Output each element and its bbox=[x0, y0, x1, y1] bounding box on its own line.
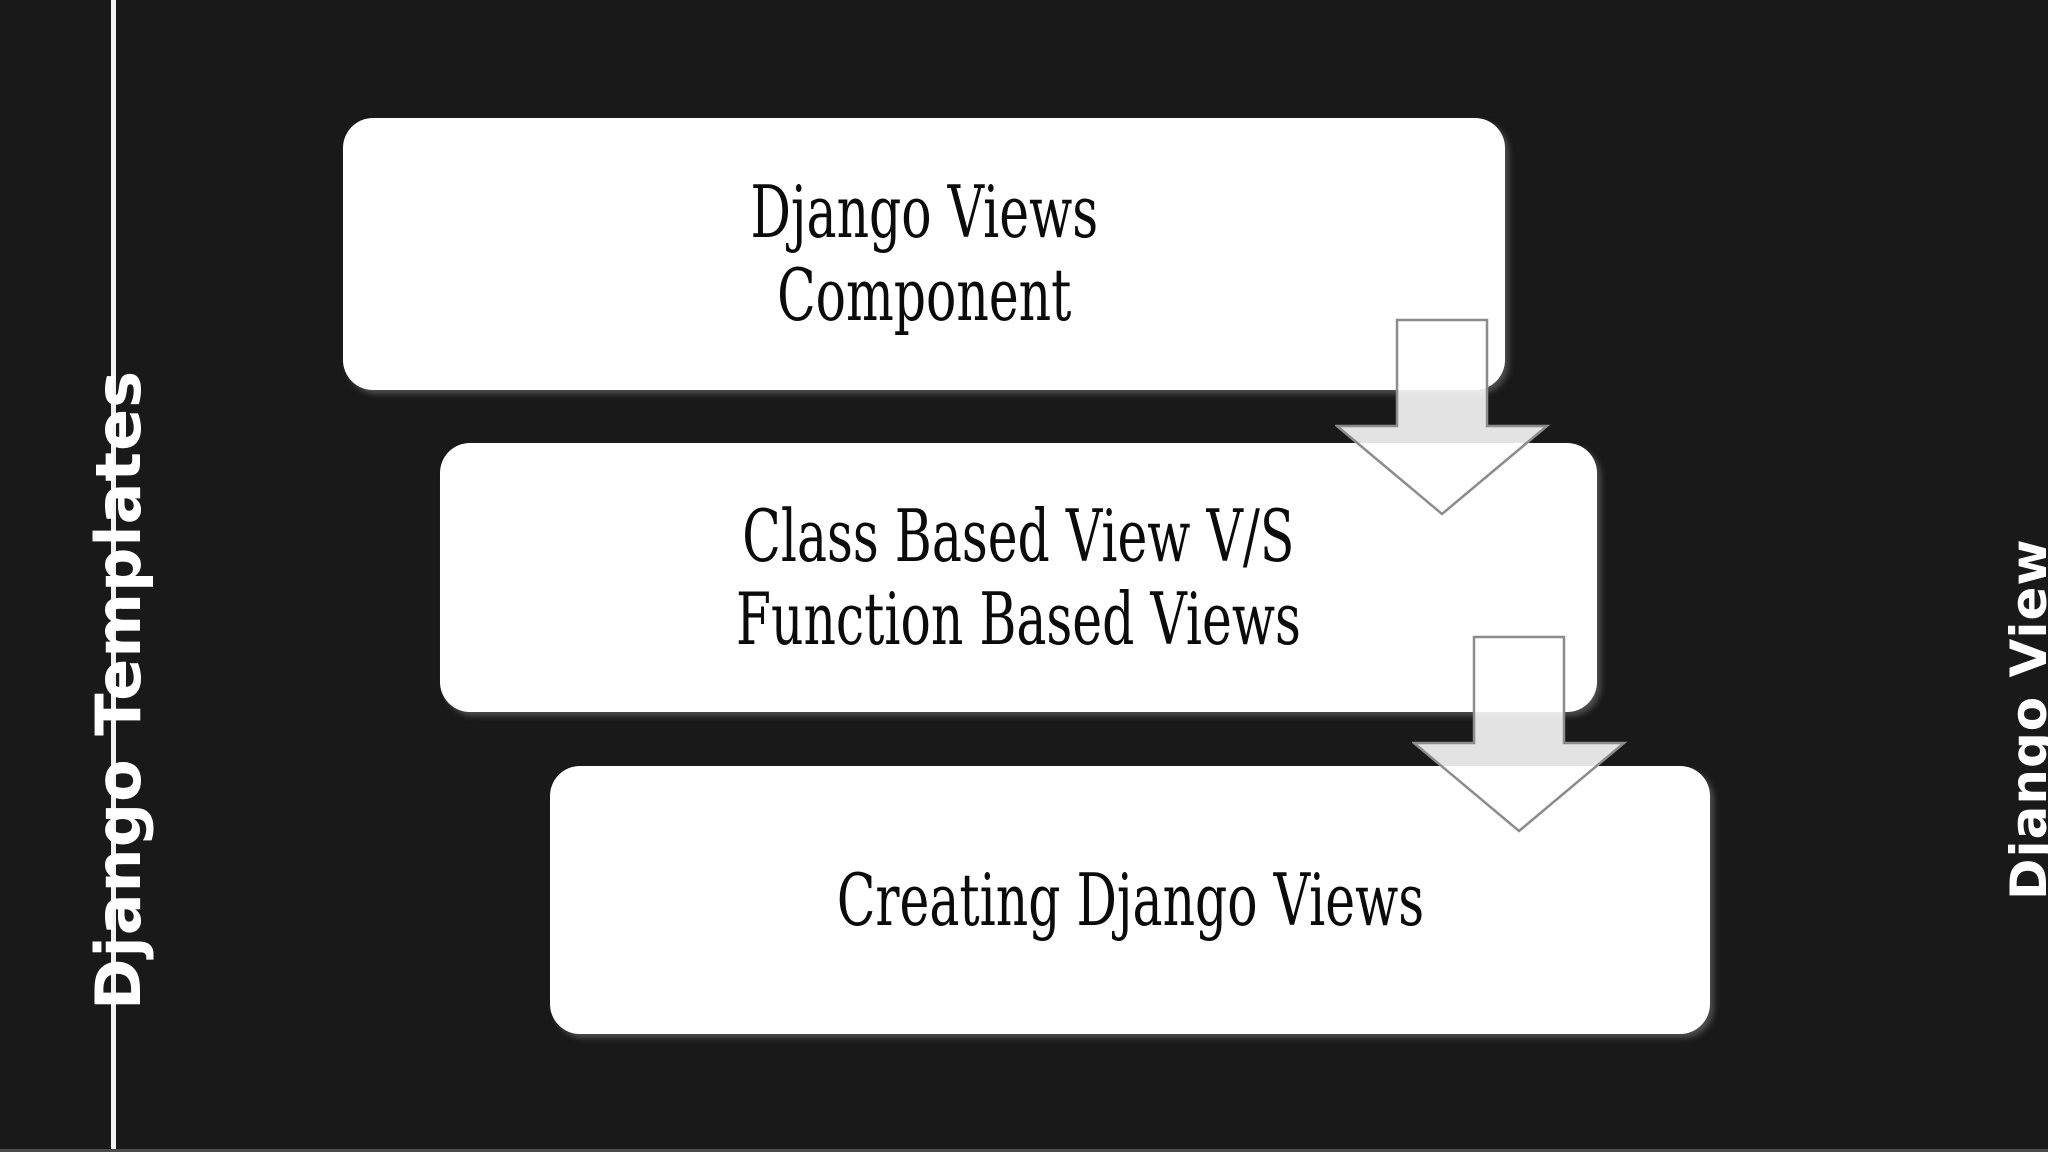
box-1-line-2: Component bbox=[776, 253, 1072, 337]
content-box-class-vs-function-views[interactable]: Class Based View V/S Function Based View… bbox=[440, 443, 1597, 712]
box-1-line-1: Django Views bbox=[750, 170, 1098, 255]
right-rail-label: Django View bbox=[2000, 538, 2048, 900]
box-2-line-1: Class Based View V/S bbox=[742, 493, 1295, 578]
vertical-divider bbox=[111, 0, 116, 1149]
left-rail-label: Django Templates bbox=[82, 369, 155, 1010]
box-3-line-1: Creating Django Views bbox=[836, 857, 1424, 942]
box-2-line-2: Function Based Views bbox=[736, 576, 1301, 661]
content-box-creating-django-views[interactable]: Creating Django Views bbox=[550, 766, 1710, 1034]
content-box-django-views-component[interactable]: Django Views Component bbox=[343, 118, 1505, 390]
